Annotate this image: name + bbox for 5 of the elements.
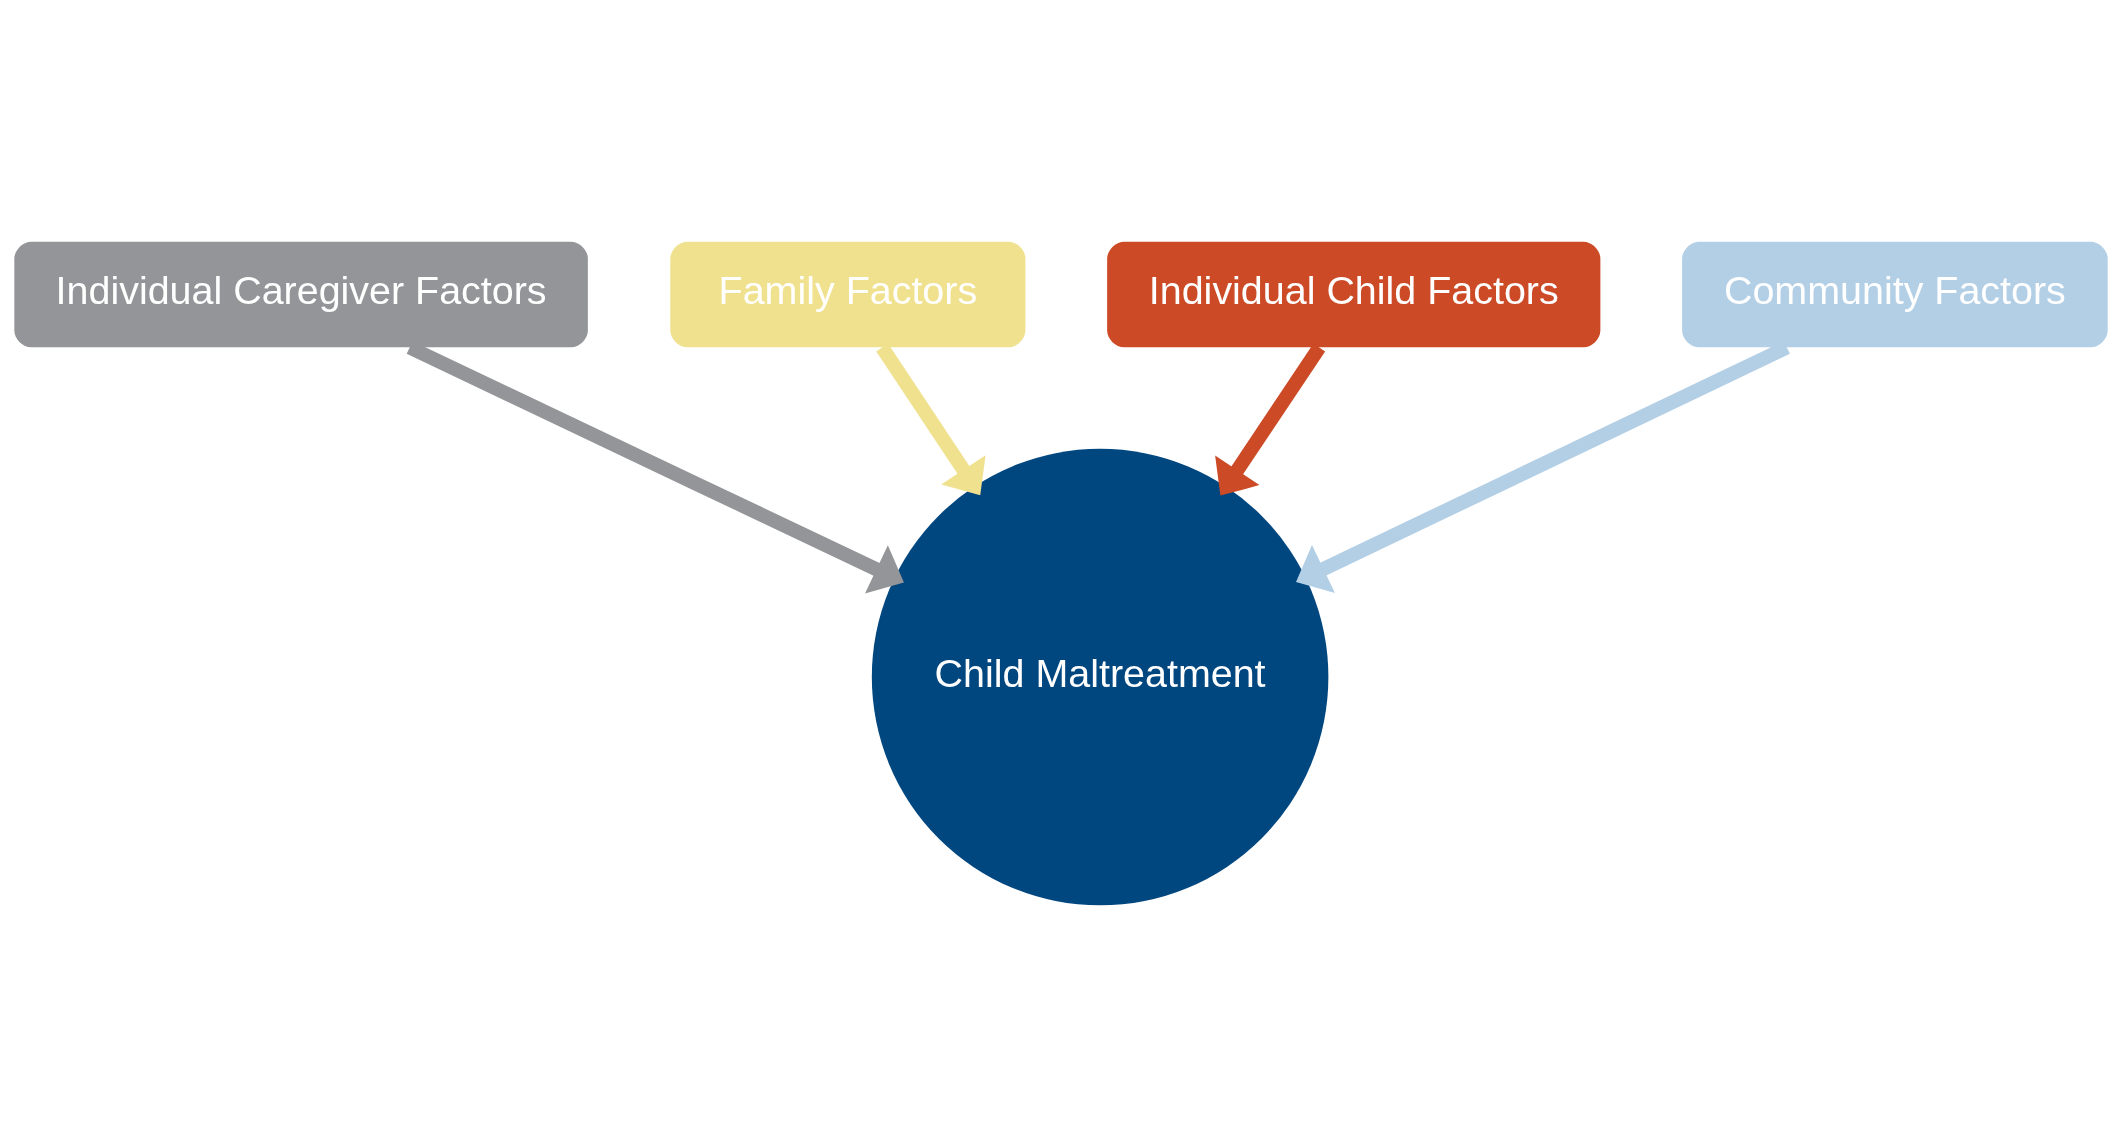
node-box: Individual Child Factors bbox=[1107, 241, 1601, 348]
node-circle: Child Maltreatment bbox=[871, 448, 1329, 906]
node-box: Individual Caregiver Factors bbox=[14, 241, 588, 348]
node-box: Family Factors bbox=[670, 241, 1026, 348]
node-box: Community Factors bbox=[1682, 241, 2108, 348]
